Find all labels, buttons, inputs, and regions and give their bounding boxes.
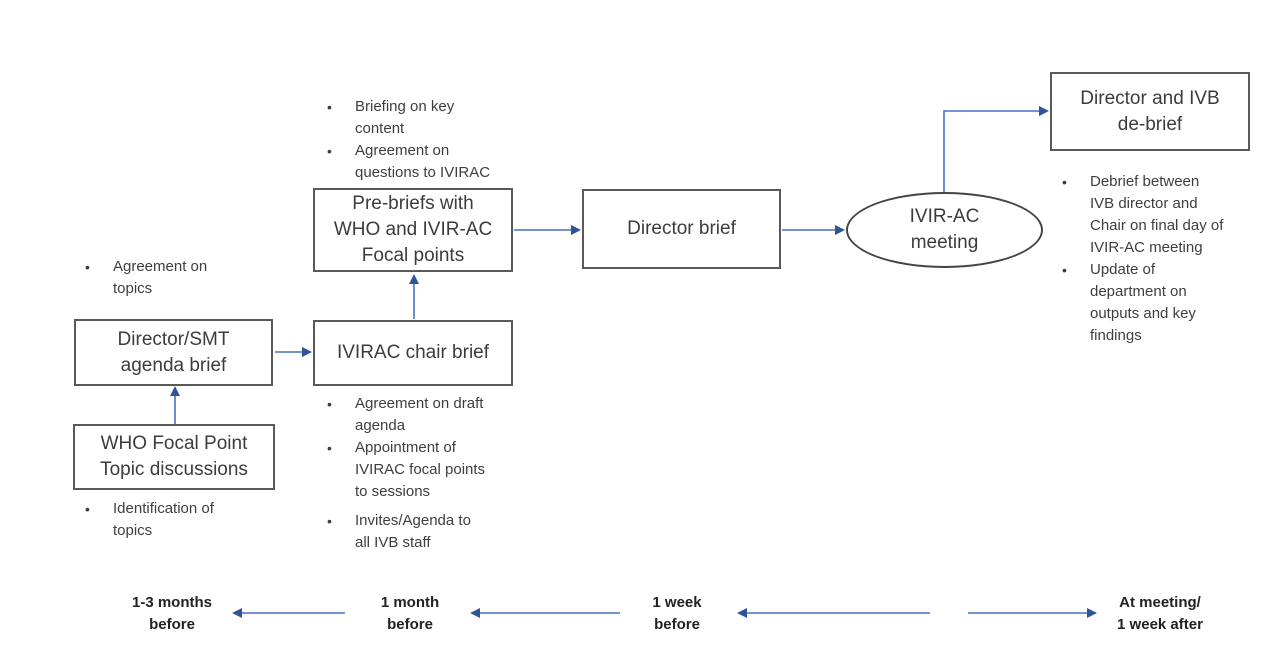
node-ivirac-chair-brief: IVIRAC chair brief	[313, 320, 513, 386]
bullet-text: Debrief between IVB director and Chair o…	[1090, 173, 1224, 256]
node-label: IVIR-AC meeting	[909, 206, 980, 253]
timeline-arrow-left-2-icon	[470, 608, 620, 618]
node-label: Director/SMT agenda brief	[117, 328, 230, 376]
timeline-label-1-3-months-before: 1-3 months before	[131, 594, 212, 633]
arrow-chair-to-prebriefs-icon	[409, 274, 419, 319]
timeline-label-1-month-before: 1 month before	[380, 594, 440, 633]
bullet-text: Agreement on draft agenda	[355, 395, 484, 434]
bullet-dot-icon	[1062, 171, 1070, 194]
bullet-text: Agreement on topics	[113, 258, 208, 297]
list-item: Agreement on draft agenda	[327, 393, 522, 437]
timeline-arrow-left-3-icon	[737, 608, 930, 618]
notes-identification-of-topics: Identification of topics	[85, 498, 265, 542]
node-director-and-ivb-debrief: Director and IVB de-brief	[1050, 72, 1250, 151]
timeline-arrow-left-1-icon	[232, 608, 345, 618]
list-item: Update of department on outputs and key …	[1062, 259, 1262, 347]
node-label: IVIRAC chair brief	[336, 342, 490, 363]
arrow-meeting-to-debrief-icon	[943, 106, 1049, 192]
list-item: Appointment of IVIRAC focal points to se…	[327, 437, 522, 503]
bullet-dot-icon	[327, 140, 335, 163]
arrow-prebriefs-to-director-icon	[514, 225, 581, 235]
bullet-dot-icon	[85, 256, 93, 279]
notes-ivirac-chair: Agreement on draft agenda Appointment of…	[327, 393, 522, 554]
bullet-text: Invites/Agenda to all IVB staff	[355, 512, 471, 551]
bullet-dot-icon	[327, 393, 335, 416]
node-director-smt-agenda-brief: Director/SMT agenda brief	[74, 319, 273, 386]
notes-prebrief: Briefing on key content Agreement on que…	[327, 96, 517, 184]
bullet-dot-icon	[1062, 259, 1070, 282]
node-label: Pre-briefs with WHO and IVIR-AC Focal po…	[333, 193, 493, 266]
bullet-dot-icon	[327, 510, 335, 533]
list-item: Identification of topics	[85, 498, 265, 542]
notes-agreement-on-topics: Agreement on topics	[85, 256, 255, 300]
node-pre-briefs: Pre-briefs with WHO and IVIR-AC Focal po…	[313, 188, 513, 272]
node-who-focal-point-topic-discussions: WHO Focal Point Topic discussions	[73, 424, 275, 490]
arrow-director-to-meeting-icon	[782, 225, 845, 235]
node-label: Director brief	[627, 218, 736, 239]
arrow-smt-to-chair-icon	[275, 347, 312, 357]
bullet-text: Briefing on key content	[355, 98, 455, 137]
timeline-arrow-right-icon	[968, 608, 1097, 618]
timeline-label-at-meeting-1-week-after: At meeting/ 1 week after	[1117, 594, 1203, 633]
bullet-dot-icon	[327, 437, 335, 460]
list-item: Invites/Agenda to all IVB staff	[327, 510, 522, 554]
node-director-brief: Director brief	[582, 189, 781, 269]
bullet-text: Agreement on questions to IVIRAC	[355, 142, 491, 181]
bullet-dot-icon	[327, 96, 335, 119]
list-item: Debrief between IVB director and Chair o…	[1062, 171, 1262, 259]
bullet-text: Identification of topics	[113, 500, 214, 539]
bullet-dot-icon	[85, 498, 93, 521]
node-ivir-ac-meeting: IVIR-AC meeting	[846, 192, 1043, 268]
list-item: Briefing on key content	[327, 96, 517, 140]
bullet-text: Appointment of IVIRAC focal points to se…	[355, 439, 486, 500]
node-label: WHO Focal Point Topic discussions	[100, 433, 248, 480]
notes-debrief: Debrief between IVB director and Chair o…	[1062, 171, 1262, 347]
timeline-label-1-week-before: 1 week before	[652, 594, 702, 633]
bullet-text: Update of department on outputs and key …	[1090, 261, 1196, 344]
arrow-who-to-smt-icon	[170, 386, 180, 424]
list-item: Agreement on topics	[85, 256, 255, 300]
list-item: Agreement on questions to IVIRAC	[327, 140, 517, 184]
node-label: Director and IVB de-brief	[1080, 87, 1220, 135]
